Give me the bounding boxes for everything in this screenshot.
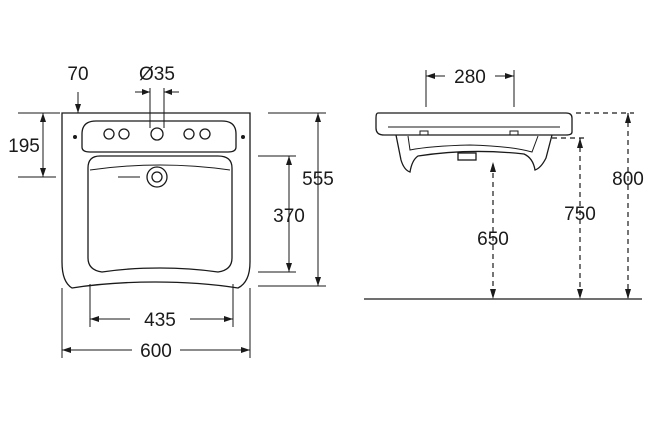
tap-hole-icon [118, 128, 130, 140]
bowl-outline [87, 155, 233, 273]
tap-hole-icon [103, 128, 115, 140]
overflow-mark-icon [241, 135, 245, 139]
dim-600-arrow-icon [62, 347, 71, 353]
basin-outline [61, 112, 251, 289]
dim-555-arrow-icon [315, 277, 321, 286]
dim-70-label: 70 [67, 64, 88, 85]
drain-icon [146, 166, 168, 188]
side-mark-left [419, 130, 429, 136]
drain-inner-icon [151, 171, 163, 183]
tap-ledge [81, 120, 237, 153]
overflow-mark-icon [73, 135, 77, 139]
dim-35-arrow-icon [142, 89, 150, 95]
dim-800-arrow-icon [625, 113, 631, 123]
dim-555-label: 555 [302, 169, 334, 190]
dim-750-arrow-icon [577, 289, 583, 299]
dim-70-arrow-icon [75, 104, 81, 113]
dim-600-label: 600 [140, 341, 172, 362]
side-bowl-underside [395, 134, 553, 173]
side-bowl-inner [407, 135, 539, 153]
side-view: 280 650 750 800 [364, 67, 644, 300]
dim-280-arrow-icon [505, 73, 514, 79]
dim-370-arrow-icon [286, 156, 292, 165]
bowl-rim-curve [89, 164, 231, 171]
dim-435-label: 435 [144, 310, 176, 331]
dim-650-arrow-icon [490, 289, 496, 299]
dim-280-label: 280 [454, 67, 486, 88]
side-mark-right [509, 130, 519, 136]
dim-650-label: 650 [477, 229, 509, 250]
side-waste-outlet [457, 152, 477, 161]
dim-195-arrow-icon [40, 168, 46, 177]
dim-370-arrow-icon [286, 263, 292, 272]
dim-600-arrow-icon [241, 347, 250, 353]
dim-35-label: Ø35 [139, 64, 175, 85]
tap-hole-icon [183, 128, 195, 140]
dim-750-label: 750 [564, 204, 596, 225]
dim-555-arrow-icon [315, 113, 321, 122]
front-view: 70 Ø35 195 555 370 [8, 64, 334, 362]
side-basin-slab [375, 112, 573, 136]
dim-800-arrow-icon [625, 289, 631, 299]
dim-35-arrow-icon [164, 89, 172, 95]
dim-750-arrow-icon [577, 138, 583, 148]
dim-800-label: 800 [612, 169, 644, 190]
dim-370-label: 370 [273, 206, 305, 227]
dim-195-label: 195 [8, 136, 40, 157]
dim-435-arrow-icon [224, 316, 233, 322]
dim-280-arrow-icon [426, 73, 435, 79]
dim-435-arrow-icon [90, 316, 99, 322]
tap-hole-icon [199, 128, 211, 140]
dim-195-arrow-icon [40, 113, 46, 122]
tap-hole-main-icon [150, 127, 164, 141]
dim-650-arrow-icon [490, 162, 496, 172]
